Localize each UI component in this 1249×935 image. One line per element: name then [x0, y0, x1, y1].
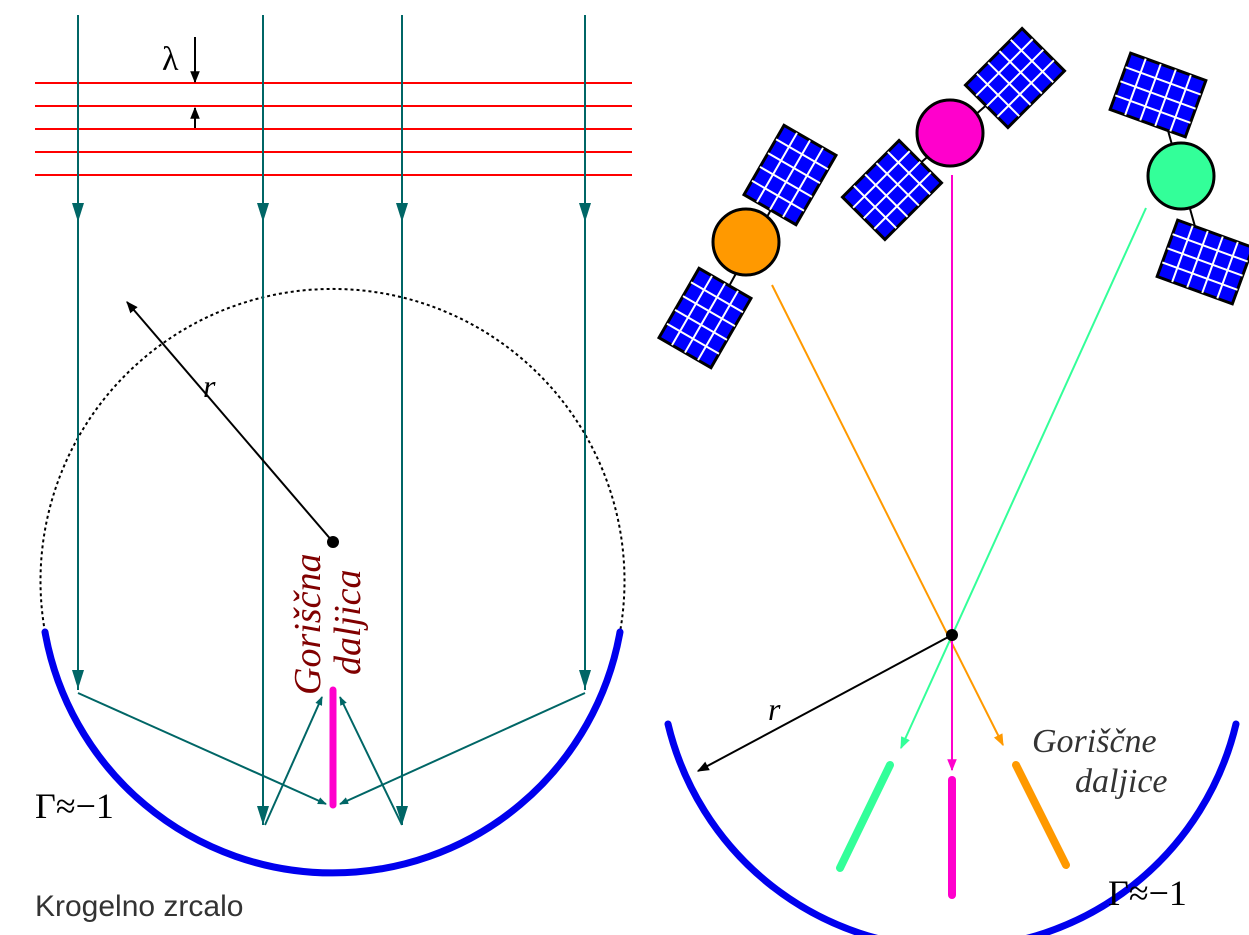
incident-rays [77, 15, 586, 825]
satellite-orange [657, 123, 838, 370]
radius-arrow-right [696, 634, 953, 772]
spherical-mirror-right [664, 720, 1240, 935]
focal-segment-orange [1012, 761, 1070, 869]
satellite-green-body [1146, 141, 1216, 211]
ray-direction-arrows [72, 203, 591, 825]
center-dot-left [327, 536, 339, 548]
satellite-magenta [841, 27, 1066, 241]
spherical-mirror-left [41, 628, 624, 877]
reflected-rays [77, 692, 586, 826]
wavelength-label: λ [162, 41, 179, 78]
caption: Krogelno zrcalo [35, 890, 243, 923]
wavefront-lines [35, 82, 632, 176]
focal-label-right-line1: Goriščne [1032, 723, 1157, 760]
green-signal-line [900, 207, 1147, 750]
orange-signal-line [771, 284, 1004, 747]
radius-label-left: r [203, 368, 216, 404]
focal-label-right-line2: daljice [1075, 763, 1168, 800]
radius-label-right: r [768, 691, 781, 727]
reflection-coefficient-left: Γ≈−1 [35, 786, 114, 826]
satellite-orange-body [711, 207, 781, 277]
focal-label-left-line1: Goriščna [287, 554, 329, 695]
circle-outline [39, 287, 626, 633]
satellite-magenta-body [915, 98, 985, 168]
focal-label-left-line2: daljica [327, 569, 369, 675]
center-dot-right [946, 629, 958, 641]
reflection-coefficient-right: Γ≈−1 [1108, 873, 1187, 913]
satellite-green [1108, 51, 1249, 306]
radius-arrow-left [126, 301, 334, 543]
focal-segment-green [836, 761, 894, 872]
signal-lines [771, 175, 1147, 772]
